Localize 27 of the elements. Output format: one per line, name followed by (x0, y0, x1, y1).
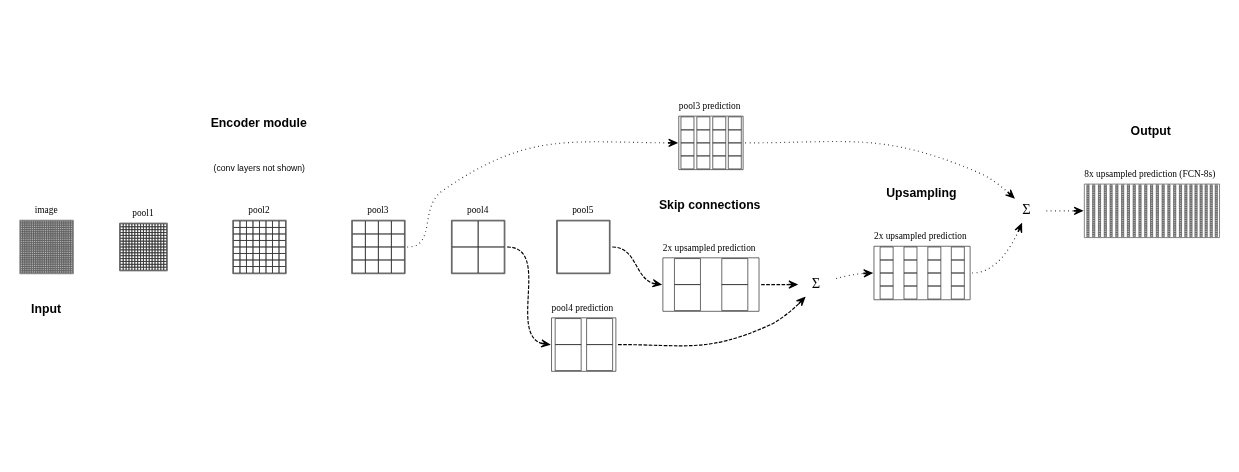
node-label: pool2 (248, 204, 270, 215)
node-label: 2x upsampled prediction (662, 242, 756, 253)
label: Encoder module (210, 115, 307, 130)
node-label: 2x upsampled prediction (873, 230, 967, 241)
node-text: Σ (1022, 200, 1031, 217)
label: Skip connections (658, 197, 761, 212)
label: (conv layers not shown) (213, 162, 305, 173)
label: Output (1130, 123, 1171, 138)
arrow (617, 296, 806, 346)
arrow (760, 279, 798, 289)
label: Upsampling (886, 185, 957, 200)
node-label: pool3 prediction (678, 100, 741, 111)
arrow (611, 245, 662, 287)
arrow (506, 245, 550, 348)
node-label: pool4 (466, 204, 489, 215)
node-label: image (34, 204, 58, 215)
arrow (744, 140, 1015, 198)
node-label: pool4 prediction (551, 302, 614, 313)
arrow (971, 222, 1023, 274)
node-label: pool3 (367, 204, 389, 215)
node-label: pool5 (572, 204, 594, 215)
node-text: Σ (811, 274, 821, 291)
arrow (406, 138, 678, 248)
node-label: pool1 (132, 207, 154, 218)
arrow (835, 268, 873, 279)
node-label: 8x upsampled prediction (FCN-8s) (1084, 168, 1216, 179)
label: Input (31, 301, 62, 316)
